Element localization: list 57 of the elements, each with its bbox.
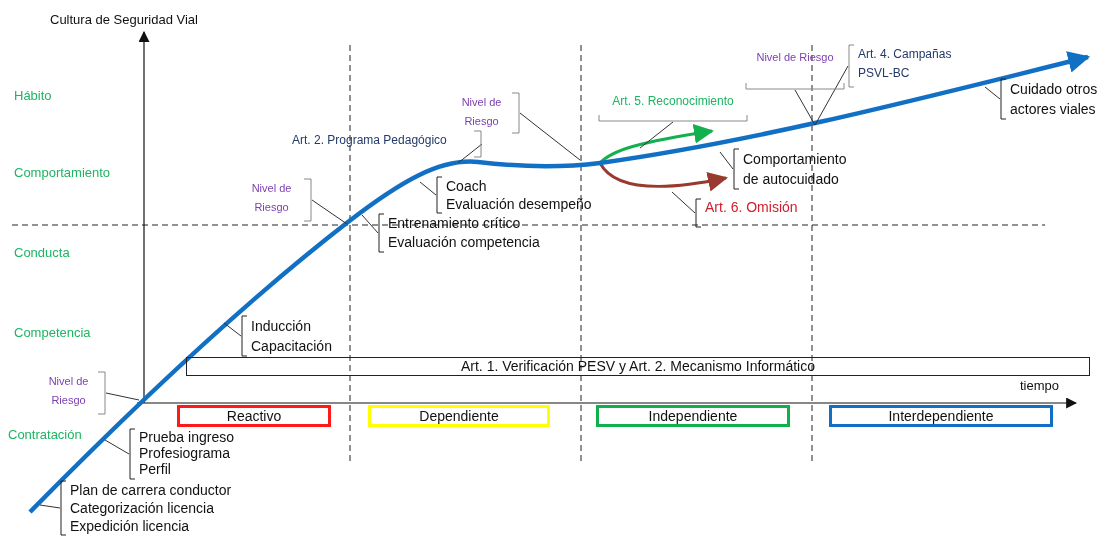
callout-text: Evaluación competencia — [388, 233, 541, 252]
leader-line — [419, 181, 437, 196]
leader-line — [223, 322, 242, 337]
callout-text: Art. 2. Programa Pedagógico — [292, 132, 448, 149]
axis-label: tiempo — [1020, 377, 1060, 395]
level-label: Contratación — [8, 427, 82, 442]
phase-label: Dependiente — [418, 408, 500, 424]
level-label: Comportamiento — [14, 165, 111, 180]
callout-text: Cuidado otros actores viales — [1010, 80, 1099, 119]
callout-text: Entrenamiento crítico — [388, 214, 522, 233]
callout-text: Expedición licencia — [70, 517, 191, 535]
leader-line — [39, 504, 61, 509]
program-bar — [186, 357, 1090, 376]
callout-text: Evaluación desempeño — [446, 195, 593, 213]
callout-text: Nivel de Riesgo — [47, 374, 90, 408]
callout — [292, 130, 482, 158]
phase-box — [177, 405, 331, 427]
callout-text: Nivel de Riesgo — [460, 95, 503, 129]
callout-text: Capacitación — [251, 337, 333, 356]
program-label: Art. 1. Verificación PESV y Art. 2. Mecanismo Informático — [460, 358, 816, 374]
callout-text: Plan de carrera conductor — [70, 481, 233, 499]
callout — [598, 94, 748, 122]
level-label: Hábito — [14, 88, 52, 103]
phase-box — [829, 405, 1053, 427]
callout-text: Art. 6. Omisión — [705, 199, 799, 215]
callout-text: Categorización licencia — [70, 499, 215, 517]
callout-text: Art. 5. Reconocimiento — [611, 94, 735, 108]
phase-box — [368, 405, 550, 427]
callout-text: Inducción — [251, 317, 312, 336]
leader-line — [519, 112, 581, 161]
leader-line — [104, 439, 130, 455]
leader-line — [457, 143, 483, 164]
phase-label: Independiente — [647, 408, 739, 424]
level-label: Competencia — [14, 325, 91, 340]
leader-line — [311, 199, 348, 225]
leader-line — [814, 65, 849, 126]
callout-text: Comportamiento de autocuidado — [743, 150, 848, 189]
callout-text: Prueba ingreso — [139, 429, 235, 445]
leader-line — [105, 392, 140, 401]
callout-text: Art. 4. Campañas PSVL-BC — [858, 46, 953, 82]
callout-text: Nivel de Riesgo — [250, 181, 293, 215]
phase-label: Reactivo — [225, 408, 283, 424]
leader-line — [794, 89, 816, 126]
leader-line — [984, 86, 1001, 100]
leader-line — [361, 214, 379, 234]
callout — [436, 176, 594, 214]
callout-text: Nivel de Riesgo — [755, 50, 835, 65]
callout-text: Perfil — [139, 461, 172, 477]
leader-line — [671, 191, 696, 214]
callout-text: Profesiograma — [139, 445, 232, 461]
callout-text: Coach — [446, 177, 488, 195]
phase-box — [596, 405, 790, 427]
axis-title: Cultura de Seguridad Vial — [50, 11, 198, 29]
leader-line — [719, 151, 734, 170]
leader-line — [639, 121, 674, 149]
phase-label: Interdependiente — [887, 408, 995, 424]
level-label: Conducta — [14, 245, 70, 260]
